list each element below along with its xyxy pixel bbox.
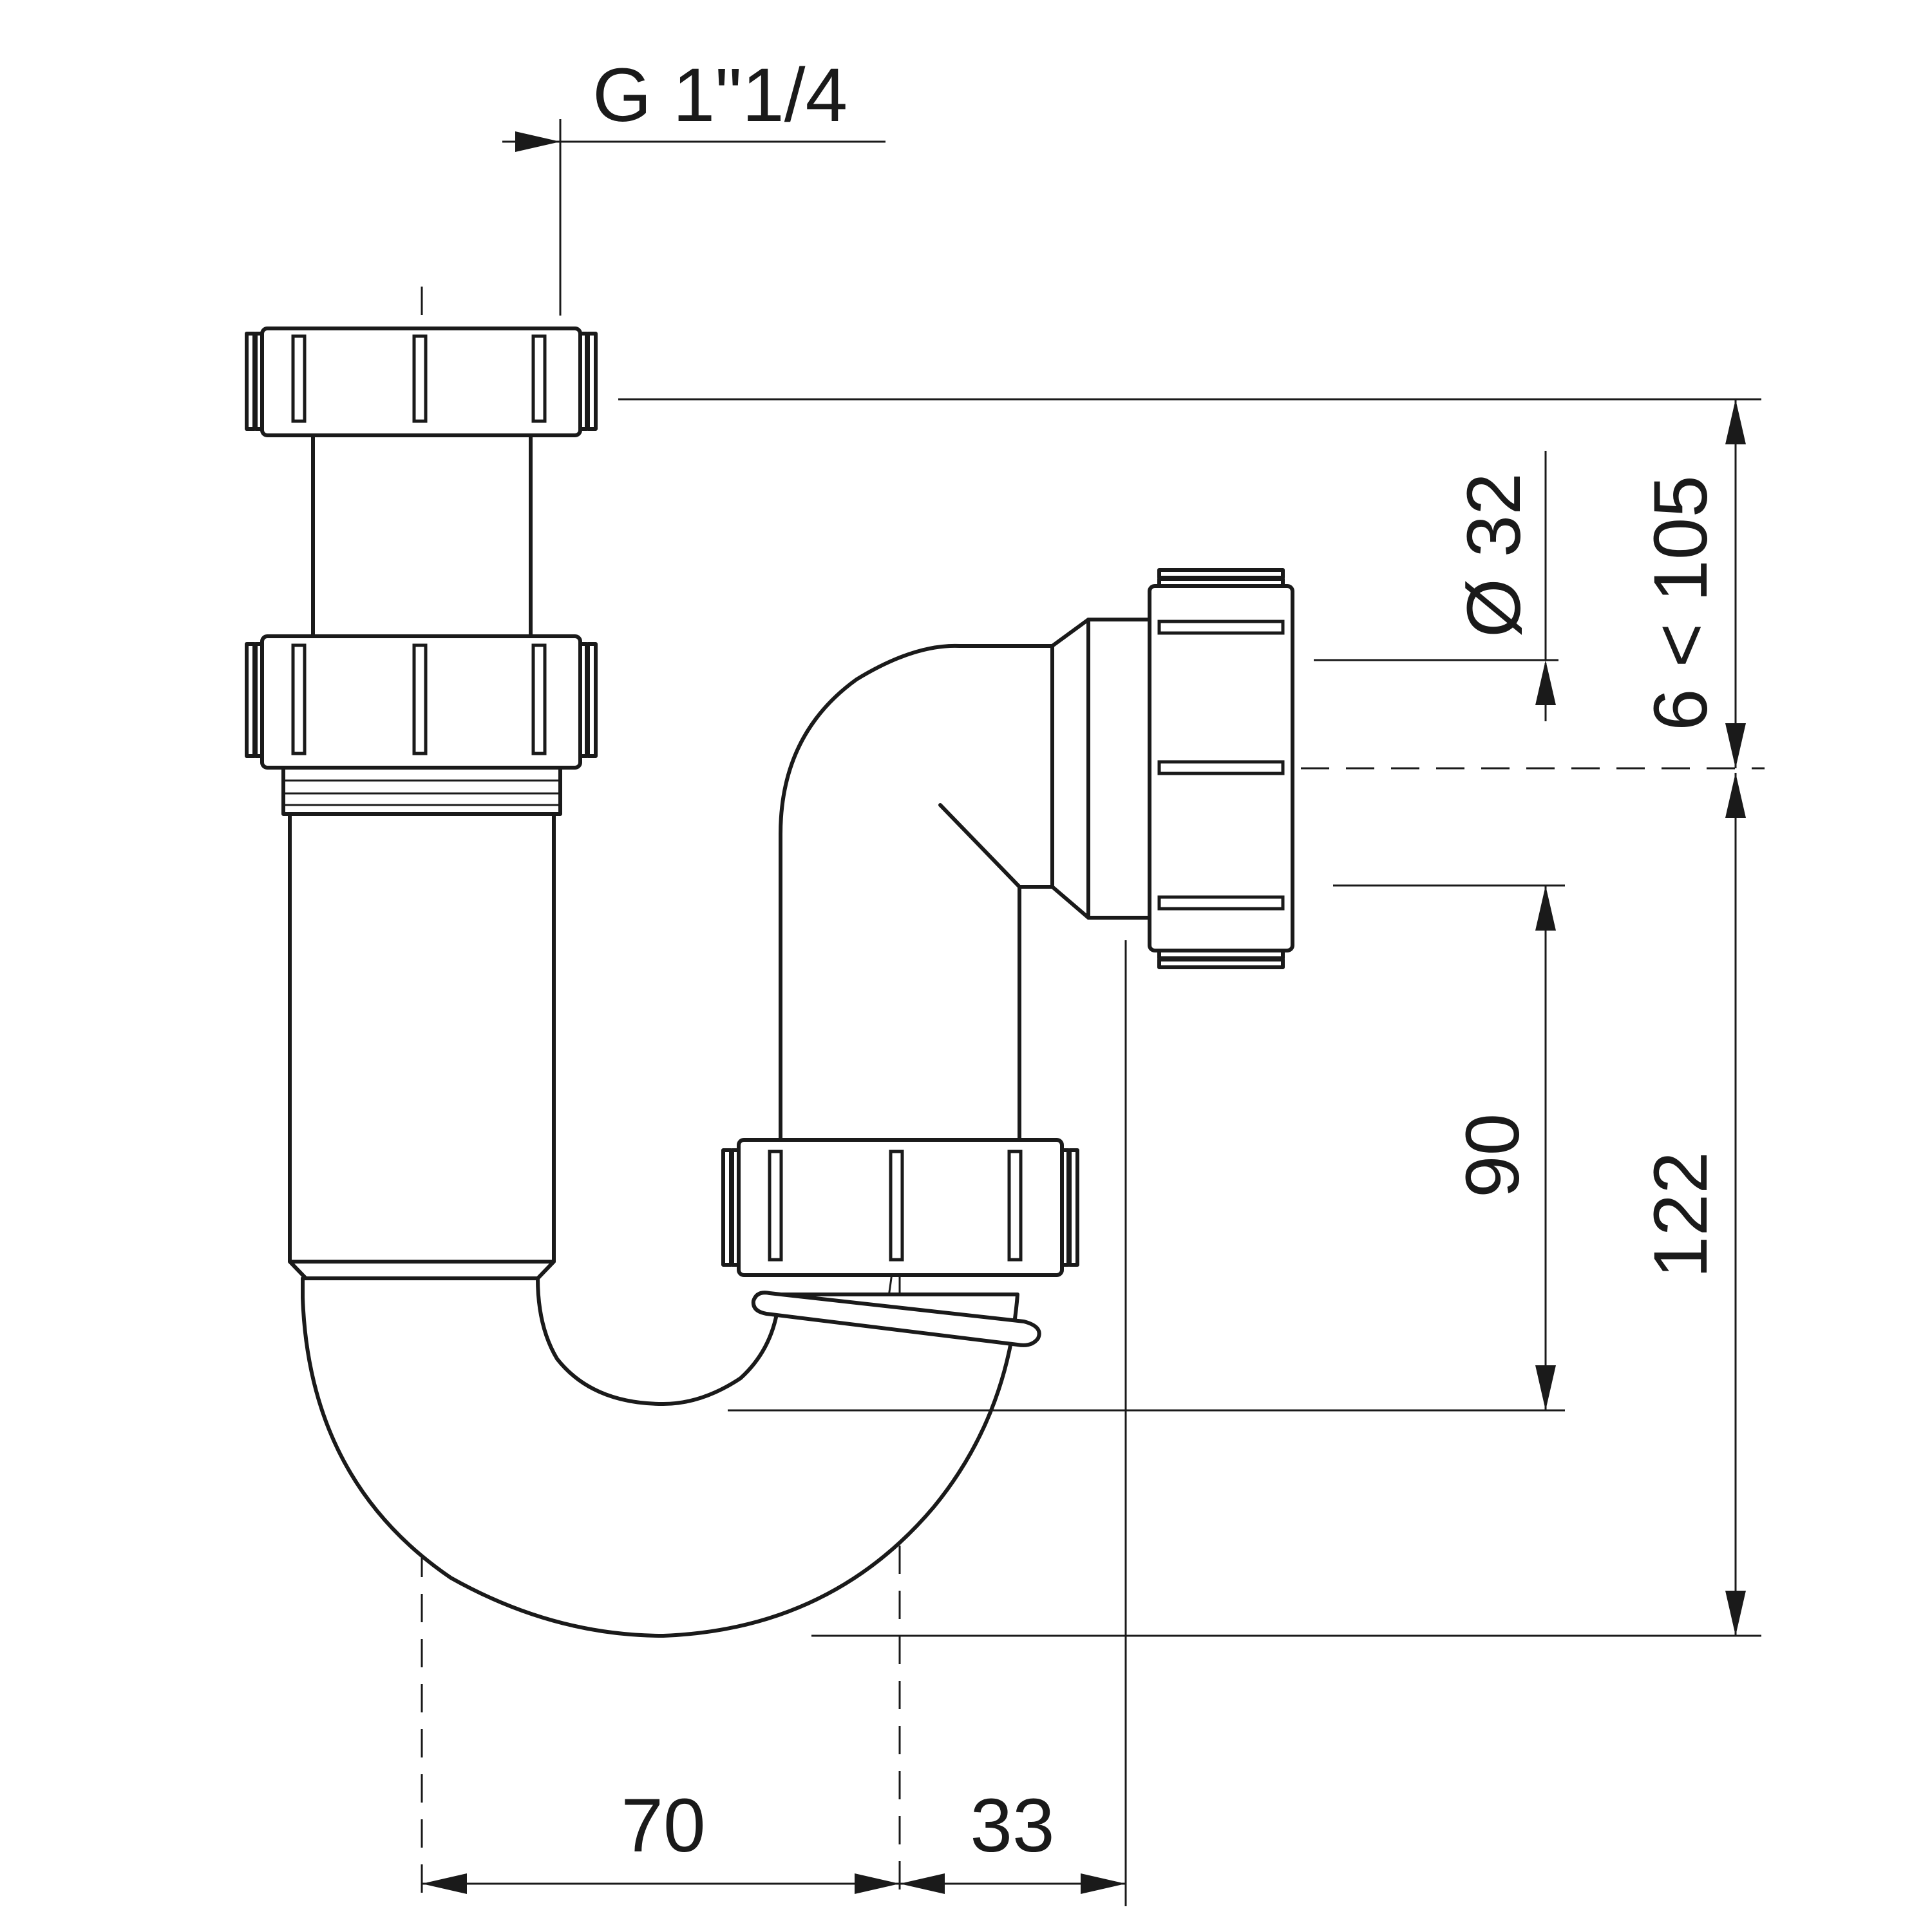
dim-outlet-height — [728, 884, 1565, 1412]
return-elbow — [779, 618, 1151, 1142]
center-lines — [421, 287, 1765, 1906]
dim-height-range — [618, 398, 1761, 768]
top-nut — [245, 327, 598, 437]
dim-outlet-diameter-label: Ø 32 — [1452, 473, 1537, 638]
inlet-pipe — [281, 430, 562, 1280]
elbow-fold-line — [938, 803, 1021, 889]
middle-nut — [245, 634, 598, 770]
bend-ring — [751, 1291, 1041, 1347]
dim-outlet-offset-label: 33 — [970, 1783, 1054, 1868]
lower-nut — [721, 1138, 1079, 1277]
outlet-nut — [1148, 568, 1294, 969]
dim-thread-label: G 1"1/4 — [592, 53, 848, 138]
dim-total-height-label: 122 — [1638, 1151, 1723, 1278]
dim-total-height — [811, 773, 1761, 1637]
dim-height-range-label: 6 < 105 — [1638, 475, 1723, 731]
dim-outlet-diameter — [1314, 451, 1558, 721]
dim-thread — [502, 119, 886, 316]
u-bend — [301, 1276, 1019, 1638]
dim-horizontal — [422, 940, 1127, 1906]
dim-trap-width-label: 70 — [621, 1783, 705, 1868]
dim-outlet-height-label: 90 — [1450, 1113, 1535, 1198]
